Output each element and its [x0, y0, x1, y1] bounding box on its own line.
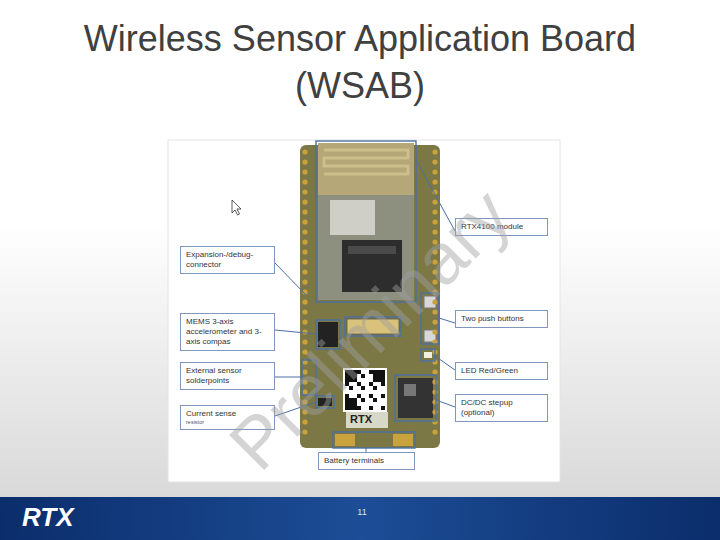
pin [432, 159, 437, 164]
highlight-box [395, 375, 436, 421]
qr-cell [361, 398, 365, 402]
shield-can [330, 200, 375, 235]
callout-text: DC/DC stepup (optional) [461, 398, 542, 418]
callout-box: DC/DC stepup (optional) [455, 394, 548, 422]
pin [302, 209, 307, 214]
pin [432, 409, 437, 414]
callout-text: Two push buttons [461, 314, 542, 324]
pin [302, 329, 307, 334]
pin [302, 149, 307, 154]
callout-text: LED Red/Green [461, 366, 542, 376]
pin [302, 259, 307, 264]
pin [432, 389, 437, 394]
chip-marking [348, 246, 396, 254]
antenna-trace [324, 150, 408, 174]
pin [302, 249, 307, 254]
qr-cell [381, 382, 385, 386]
logo-patch [346, 412, 388, 428]
pin [432, 429, 437, 434]
pin [302, 239, 307, 244]
dcdc-parts [398, 378, 433, 418]
qr-cell [353, 402, 357, 406]
qr-cell [381, 378, 385, 382]
antenna-area [318, 143, 414, 198]
leader-line [436, 400, 455, 407]
battery-pad [335, 434, 355, 446]
pin [432, 149, 437, 154]
pin [432, 369, 437, 374]
qr-cell [381, 374, 385, 378]
pin [302, 309, 307, 314]
company-logo: RTX [22, 503, 74, 532]
pin [302, 299, 307, 304]
callout-box: MEMS 3-axis accelerometer and 3-axis com… [180, 313, 275, 351]
pin [302, 269, 307, 274]
callout-box: Expansion-/debug- connector [180, 246, 275, 274]
page-number: 11 [357, 508, 366, 518]
callout-text: Expansion-/debug- connector [186, 250, 269, 270]
pin [302, 159, 307, 164]
qr-cell [373, 386, 377, 390]
pin [302, 279, 307, 284]
pin [302, 219, 307, 224]
highlight-box [421, 349, 435, 361]
leader-line [435, 356, 455, 370]
slide-title: Wireless Sensor Application Board (WSAB) [20, 16, 700, 110]
inductor [404, 384, 416, 396]
qr-cell [353, 406, 357, 410]
pin [432, 179, 437, 184]
pin [432, 169, 437, 174]
pin [432, 329, 437, 334]
qr-cell [349, 406, 353, 410]
qr-cell [369, 394, 373, 398]
pin [302, 189, 307, 194]
leader-line [275, 263, 306, 295]
pin [432, 419, 437, 424]
battery-pad [393, 434, 413, 446]
pin [432, 379, 437, 384]
callout-text: External sensor solderpoints [186, 366, 269, 386]
pin [432, 199, 437, 204]
qr-cell [381, 406, 385, 410]
pin [302, 169, 307, 174]
callout-text: MEMS 3-axis accelerometer and 3-axis com… [186, 317, 269, 347]
qr-cell [377, 378, 381, 382]
callout-text: Battery terminals [324, 456, 409, 466]
mouse-cursor [232, 200, 241, 215]
callout-box: Two push buttons [455, 310, 548, 328]
callout-box: Battery terminals [318, 452, 415, 470]
qr-cell [369, 406, 373, 410]
slide-background [0, 0, 720, 497]
qr-cell [381, 394, 385, 398]
pin [302, 199, 307, 204]
led [424, 352, 432, 358]
pin [302, 229, 307, 234]
highlight-box [333, 432, 415, 448]
footer-bar [0, 497, 720, 540]
pin [302, 179, 307, 184]
qr-cell [373, 398, 377, 402]
leader-line [439, 318, 455, 323]
qr-cell [357, 406, 361, 410]
pin [302, 319, 307, 324]
board-logo: RTX [350, 413, 372, 425]
callout-box: LED Red/Green [455, 362, 548, 380]
